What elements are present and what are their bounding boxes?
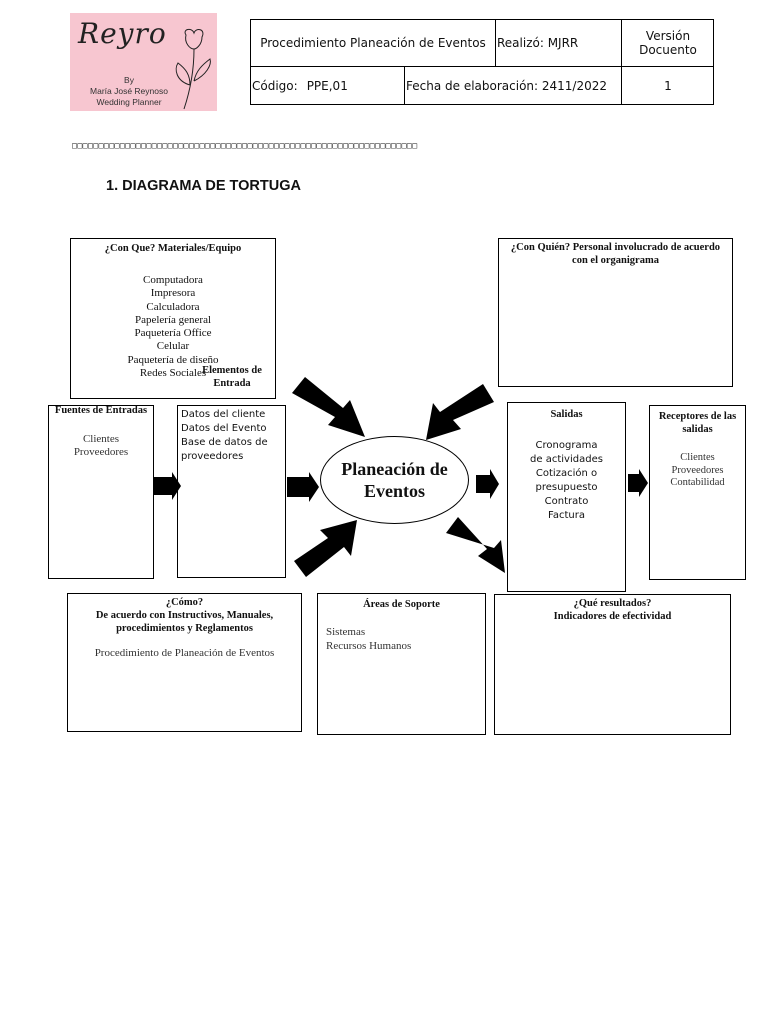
list-item: Celular [156,340,190,353]
list-item: Datos del cliente [181,409,266,420]
arrow-icon [294,520,357,577]
logo-by: By [124,75,134,85]
fuentes-entradas-title: Fuentes de Entradas [54,405,148,416]
con-quien-box: ¿Con Quién? Personal involucrado de acue… [498,238,733,387]
logo-credit: By María José Reynoso Wedding Planner [70,75,188,108]
logo-script-text: Reyro [78,17,167,50]
logo-name: María José Reynoso [90,86,168,96]
code-label: Código: [252,79,298,93]
list-item: Proveedores [671,464,724,476]
con-que-box: ¿Con Que? Materiales/Equipo Computadora … [70,238,276,399]
resultados-title: ¿Qué resultados? [573,598,652,609]
version-value: 1 [664,79,672,93]
list-item: Procedimiento de Planeación de Eventos [94,647,275,659]
arrow-icon [426,384,494,440]
receptores-list: Clientes Proveedores Contabilidad [650,452,745,490]
document-header-table: Procedimiento Planeación de Eventos Real… [250,19,714,105]
con-quien-title: ¿Con Quién? Personal involucrado de acue… [510,242,721,266]
list-item: Proveedores [73,446,129,459]
list-item: Computadora [143,274,203,286]
como-box: ¿Cómo? De acuerdo con Instructivos, Manu… [67,593,302,732]
list-item: Sistemas [326,626,366,638]
como-subtitle: De acuerdo con Instructivos, Manuales, p… [95,610,274,634]
list-item: Factura [548,510,585,521]
areas-soporte-title: Áreas de Soporte [363,599,440,610]
arrow-icon [446,517,505,573]
company-logo: Reyro By María José Reynoso Wedding Plan… [70,13,217,111]
process-center-ellipse: Planeación de Eventos [320,436,469,524]
arrow-icon [287,472,319,502]
list-item: Datos del Evento [181,423,267,434]
list-item: Redes Sociales [139,367,207,380]
como-title: ¿Cómo? [165,597,204,608]
code-value: PPE,01 [306,79,348,93]
section-heading: 1. DIAGRAMA DE TORTUGA [106,178,301,194]
resultados-subtitle: Indicadores de efectividad [553,611,672,622]
fuentes-entradas-list: Clientes Proveedores [49,433,153,460]
receptores-box: Receptores de las salidas Clientes Prove… [649,405,746,580]
list-item: Cotización o presupuesto [535,468,598,493]
areas-soporte-box: Áreas de Soporte Sistemas Recursos Human… [317,593,486,735]
list-item: Impresora [150,287,196,300]
elaboration-date: Fecha de elaboración: 2411/2022 [406,79,607,93]
tulip-icon [175,28,211,110]
salidas-box: Salidas Cronograma de actividades Cotiza… [507,402,626,592]
fuentes-entradas-box: Fuentes de Entradas Clientes Proveedores [48,405,154,579]
elementos-entrada-title: Elementos de Entrada [202,365,262,389]
missing-glyph-line: □□□□□□□□□□□□□□□□□□□□□□□□□□□□□□□□□□□□□□□□… [72,141,418,150]
list-item: Clientes [680,452,715,463]
list-item: Paquetería de diseño [127,353,219,366]
version-label: Versión Docuento [639,29,697,57]
list-item: Contrato [544,496,589,507]
arrow-icon [476,469,499,499]
resultados-box: ¿Qué resultados? Indicadores de efectivi… [494,594,731,735]
receptores-title: Receptores de las salidas [658,411,737,435]
areas-soporte-list: Sistemas Recursos Humanos [326,626,477,653]
arrow-icon [154,472,181,500]
list-item: Recursos Humanos [326,639,412,652]
salidas-title: Salidas [550,409,583,420]
logo-role: Wedding Planner [96,97,162,107]
list-item: Calculadora [146,300,200,313]
con-que-list: Computadora Impresora Calculadora Papele… [71,274,275,380]
list-item: Cronograma de actividades [530,440,603,465]
salidas-list: Cronograma de actividades Cotización o p… [508,439,625,523]
arrow-icon [628,469,648,497]
list-item: Base de datos de proveedores [181,437,268,462]
con-que-title: ¿Con Que? Materiales/Equipo [104,243,242,254]
list-item: Contabilidad [670,477,725,488]
author-label: Realizó: MJRR [497,36,579,50]
list-item: Papelería general [134,313,212,326]
arrow-icon [292,377,365,437]
elementos-entrada-box: Datos del cliente Datos del Evento Base … [177,405,286,578]
procedure-title: Procedimiento Planeación de Eventos [260,36,486,50]
list-item: Clientes [82,433,120,445]
list-item: Paquetería Office [134,327,212,340]
code-cell: Código: PPE,01 [251,67,404,105]
